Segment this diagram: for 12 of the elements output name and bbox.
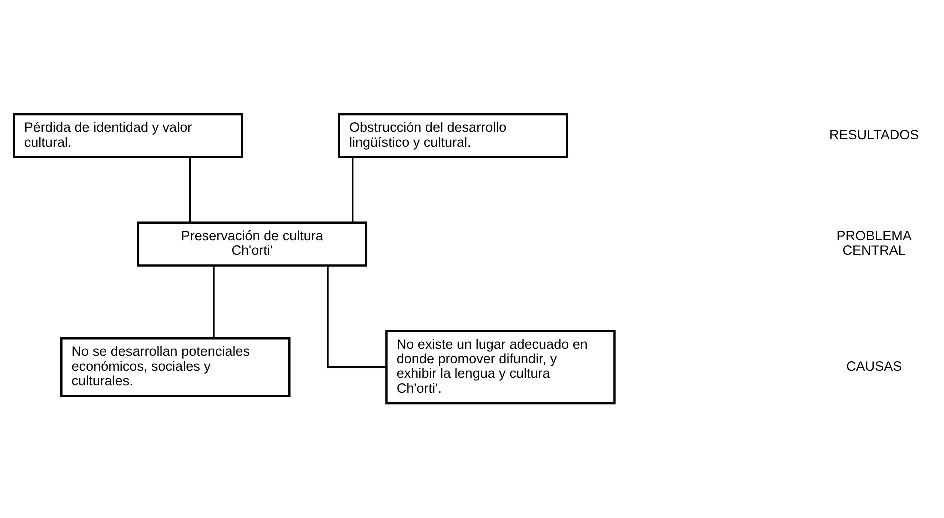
connector xyxy=(188,158,191,223)
node-box: No se desarrollan potenciales económicos, sociales y culturales. xyxy=(60,337,290,398)
connector xyxy=(352,158,354,223)
label: CAUSAS xyxy=(846,358,902,374)
node-box: No existe un lugar adecuado en donde promover difundir, y exhibir la lengua y cultura Ch'orti'. xyxy=(385,330,616,405)
label: PROBLEMA CENTRAL xyxy=(836,228,912,258)
label: RESULTADOS xyxy=(828,127,919,142)
node-box: Obstrucción del desarrollo lingüístico y cultural. xyxy=(338,113,568,159)
connector xyxy=(212,266,214,338)
node-box: Preservación de cultura Ch'orti' xyxy=(136,222,368,267)
connector xyxy=(326,266,386,368)
node-box: Pérdida de identidad y valor cultural. xyxy=(12,113,243,159)
